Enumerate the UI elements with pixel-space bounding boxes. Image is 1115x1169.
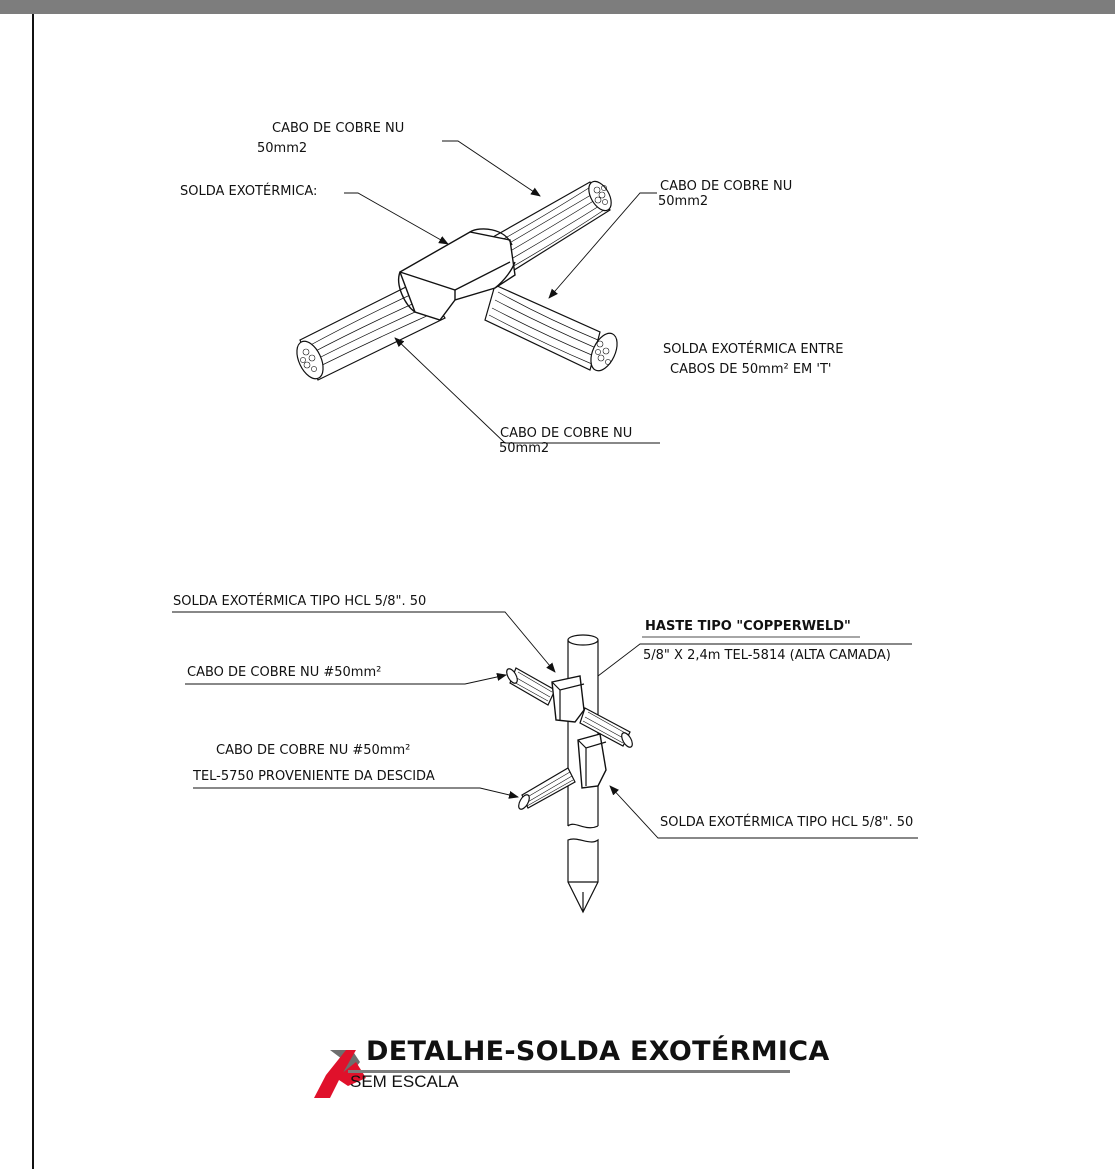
drawing-title: DETALHE-SOLDA EXOTÉRMICA	[366, 1036, 830, 1067]
label-rod-spec: 5/8" X 2,4m TEL-5814 (ALTA CAMADA)	[643, 648, 891, 663]
ground-rod-illustration	[506, 634, 633, 914]
rod-tip	[567, 838, 599, 914]
rod-top-end	[567, 634, 599, 646]
label-weld: SOLDA EXOTÉRMICA:	[180, 184, 318, 199]
frame-left-border	[32, 14, 34, 1169]
t-joint-illustration	[296, 180, 618, 381]
rod-body	[567, 640, 599, 826]
rod-detail-leaders	[172, 611, 918, 839]
t-detail-leaders	[344, 140, 660, 444]
label-rod-title: HASTE TIPO "COPPERWELD"	[645, 619, 851, 634]
label-description-line1: SOLDA EXOTÉRMICA ENTRE	[663, 342, 844, 357]
label-cable-upper: CABO DE COBRE NU #50mm²	[187, 665, 382, 680]
drawing-scale-note: SEM ESCALA	[350, 1072, 459, 1091]
label-description-line2: CABOS DE 50mm² EM 'T'	[670, 362, 832, 377]
label-cable-right-line1: CABO DE COBRE NU	[660, 179, 793, 194]
label-cable-top-line1: CABO DE COBRE NU	[272, 121, 405, 136]
label-cable-bottom-line2: 50mm2	[499, 441, 550, 456]
frame-top-bar	[0, 0, 1115, 14]
label-cable-top-line2: 50mm2	[257, 141, 308, 156]
lower-weld-block	[577, 733, 607, 789]
label-cable-lower-line2: TEL-5750 PROVENIENTE DA DESCIDA	[193, 769, 435, 784]
upper-cable	[506, 667, 633, 748]
logo-mark	[314, 1050, 366, 1098]
label-cable-lower-line1: CABO DE COBRE NU #50mm²	[216, 743, 411, 758]
label-weld-bottom: SOLDA EXOTÉRMICA TIPO HCL 5/8". 50	[660, 815, 914, 830]
label-cable-bottom-line1: CABO DE COBRE NU	[500, 426, 633, 441]
label-cable-right-line2: 50mm2	[658, 194, 709, 209]
label-weld-top: SOLDA EXOTÉRMICA TIPO HCL 5/8". 50	[173, 594, 427, 609]
upper-weld-block	[551, 675, 585, 723]
t-weld-block	[398, 228, 516, 321]
title-underline	[348, 1070, 790, 1073]
lower-cable	[518, 767, 576, 810]
